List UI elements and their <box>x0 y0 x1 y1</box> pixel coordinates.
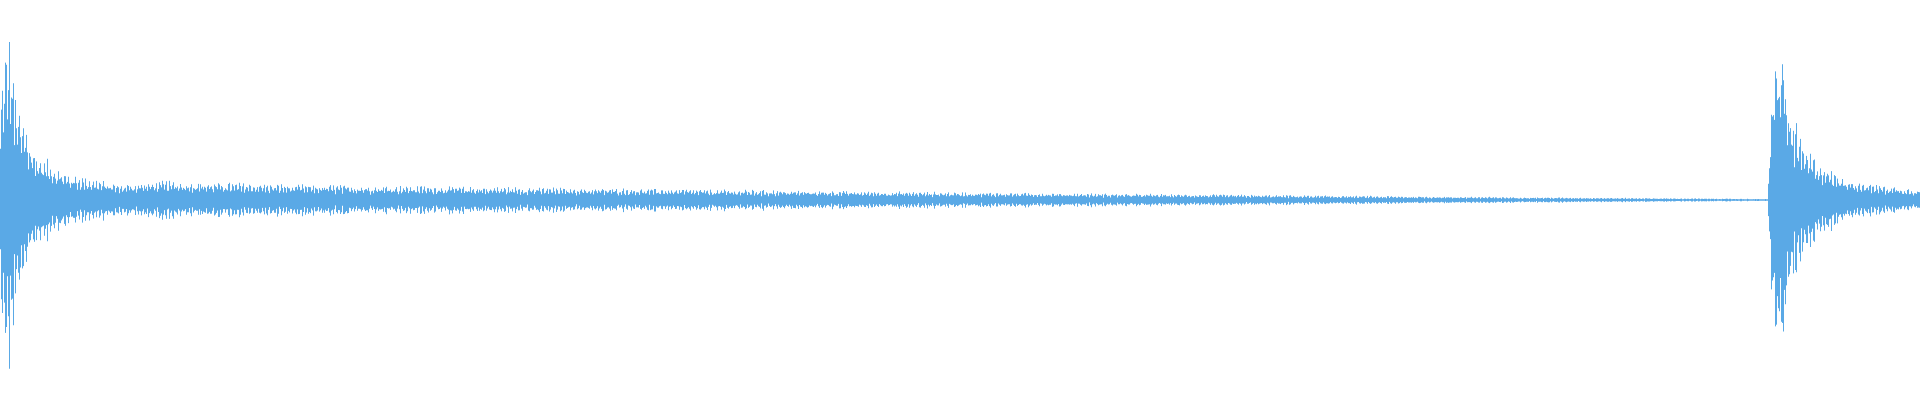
waveform-samples <box>0 42 1920 369</box>
